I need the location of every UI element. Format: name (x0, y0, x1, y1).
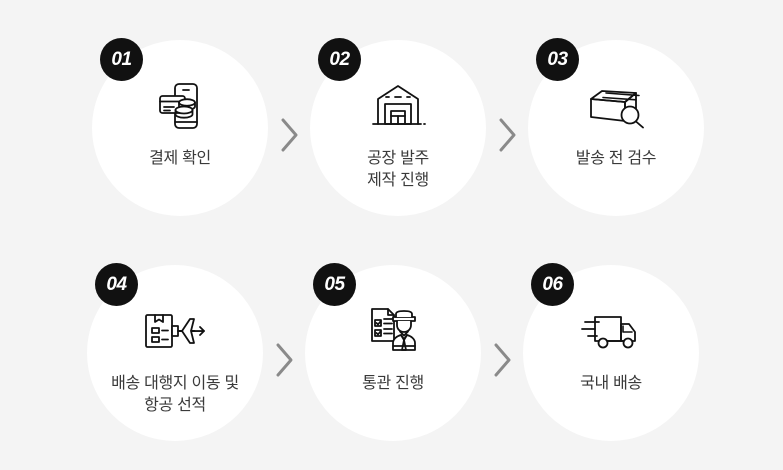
step-content: 발송 전 검수 (516, 40, 716, 216)
step-label-04: 배송 대행지 이동 및 항공 선적 (111, 375, 239, 414)
process-step-06[interactable]: 06 국내 배송 (523, 255, 699, 455)
process-row-top: 01 (0, 30, 783, 245)
step-label-01: 결제 확인 (149, 150, 211, 167)
process-row-bottom: 04 (0, 255, 783, 470)
process-step-01[interactable]: 01 (92, 30, 268, 230)
step-content: 공장 발주 제작 진행 (298, 40, 498, 216)
step-number-badge-01: 01 (100, 38, 143, 81)
step-number-badge-04: 04 (95, 263, 138, 306)
box-magnifier-inspection-icon (585, 78, 647, 134)
process-flow-diagram: 01 (0, 30, 783, 441)
step-label-05: 통관 진행 (362, 375, 424, 392)
step-number-badge-03: 03 (536, 38, 579, 81)
chevron-right-icon-2 (486, 30, 528, 230)
step-content: 배송 대행지 이동 및 항공 선적 (75, 265, 275, 441)
step-number-badge-02: 02 (318, 38, 361, 81)
customs-officer-document-icon (363, 303, 423, 359)
process-step-03[interactable]: 03 발송 전 검수 (528, 30, 704, 230)
step-content: 통관 진행 (293, 265, 493, 441)
mobile-payment-card-coins-icon (151, 78, 209, 134)
delivery-truck-icon (579, 303, 643, 359)
step-content: 결제 확인 (80, 40, 280, 216)
factory-warehouse-icon (369, 78, 427, 134)
step-number-badge-05: 05 (313, 263, 356, 306)
process-step-05[interactable]: 05 (305, 255, 481, 455)
process-step-02[interactable]: 02 공장 발주 제작 진행 (310, 30, 486, 230)
step-content: 국내 배송 (511, 265, 711, 441)
step-label-06: 국내 배송 (580, 375, 642, 392)
box-airplane-shipping-icon (142, 303, 208, 359)
step-number-badge-06: 06 (531, 263, 574, 306)
chevron-right-icon-1 (268, 30, 310, 230)
process-step-04[interactable]: 04 (87, 255, 263, 455)
chevron-right-icon-3 (263, 255, 305, 455)
step-label-03: 발송 전 검수 (575, 150, 657, 167)
step-label-02: 공장 발주 제작 진행 (367, 150, 429, 189)
chevron-right-icon-4 (481, 255, 523, 455)
